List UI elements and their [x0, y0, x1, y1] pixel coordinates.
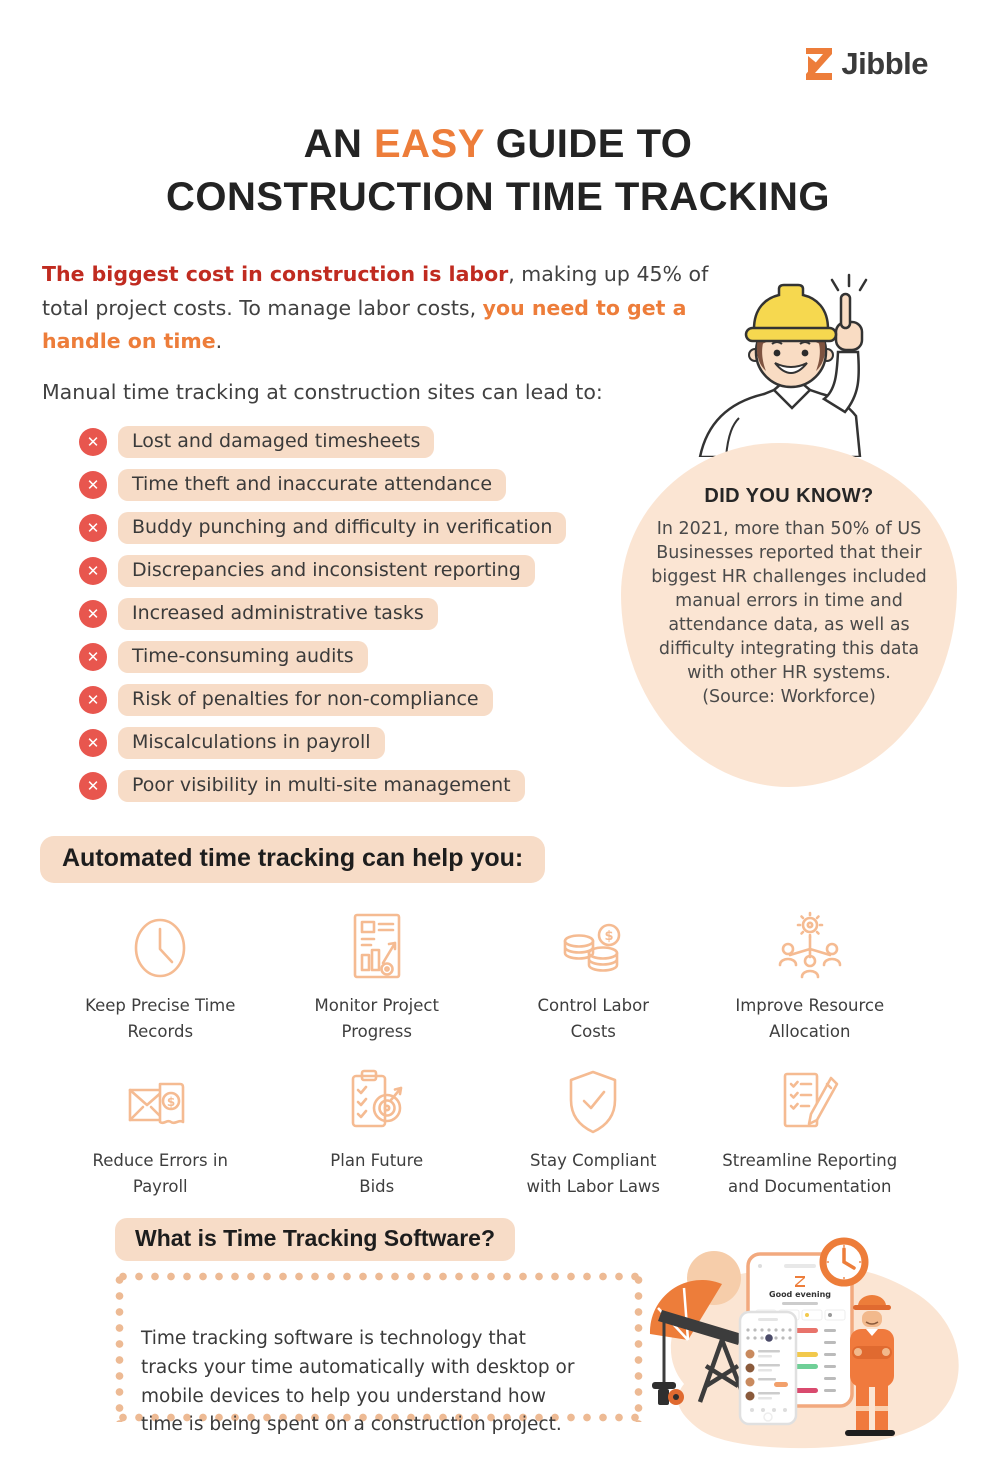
labor-costs-icon: $: [485, 903, 702, 983]
software-description: Time tracking software is technology tha…: [141, 1327, 575, 1436]
x-circle-icon: ✕: [79, 556, 107, 585]
intro-red-text: The biggest cost in construction is labo…: [42, 262, 509, 286]
x-circle-icon: ✕: [79, 685, 107, 714]
jibble-hourglass-icon: [806, 48, 833, 80]
title-line2: CONSTRUCTION TIME TRACKING: [165, 174, 831, 219]
problems-list: ✕ Lost and damaged timesheets ✕ Time theft…: [79, 425, 659, 812]
future-bids-icon: [269, 1058, 486, 1138]
problem-pill: Time theft and inaccurate attendance: [118, 468, 507, 501]
problem-row: ✕ Buddy punching and difficulty in verifi…: [79, 511, 659, 544]
brand-logo: Jibble: [804, 46, 928, 82]
construction-worker-illustration: [686, 252, 901, 461]
title-highlight: EASY: [373, 122, 485, 166]
x-circle-icon: ✕: [79, 642, 107, 671]
intro-paragraph: The biggest cost in construction is labo…: [42, 258, 714, 359]
intro-plain-1: , making up 45% of total project costs. …: [42, 262, 709, 320]
clock-icon: [52, 903, 269, 983]
payroll-icon: $: [52, 1058, 269, 1138]
problem-row: ✕ Time theft and inaccurate attendance: [79, 468, 659, 501]
bottom-illustration: Good evening: [622, 1234, 994, 1464]
problem-row: ✕ Increased administrative tasks: [79, 597, 659, 630]
software-section-header: What is Time Tracking Software?: [115, 1218, 515, 1261]
compliance-icon: [485, 1058, 702, 1138]
intro-orange-text: you need to get a handle on time: [42, 295, 687, 354]
problem-row: ✕ Poor visibility in multi-site managemen…: [79, 769, 659, 802]
problem-row: ✕ Lost and damaged timesheets: [79, 425, 659, 458]
title-pre: AN: [303, 122, 374, 166]
x-circle-icon: ✕: [79, 599, 107, 628]
did-you-know-title: DID YOU KNOW?: [704, 485, 874, 507]
problem-row: ✕ Risk of penalties for non-compliance: [79, 683, 659, 716]
problem-pill: Risk of penalties for non-compliance: [118, 683, 493, 716]
resource-allocation-icon: [702, 903, 919, 983]
page-title: AN EASY GUIDE TO CONSTRUCTION TIME TRACK…: [0, 118, 996, 224]
problem-row: ✕ Miscalculations in payroll: [79, 726, 659, 759]
problem-row: ✕ Discrepancies and inconsistent reportin…: [79, 554, 659, 587]
svg-text:$: $: [605, 929, 614, 944]
x-circle-icon: ✕: [79, 771, 107, 800]
title-post: GUIDE TO: [484, 122, 693, 166]
tablet-greeting: Good evening: [769, 1290, 831, 1299]
problem-pill: Discrepancies and inconsistent reporting: [118, 554, 535, 587]
x-circle-icon: ✕: [79, 728, 107, 757]
project-progress-icon: [269, 903, 486, 983]
benefits-section-header: Automated time tracking can help you:: [40, 836, 546, 883]
did-you-know-body: In 2021, more than 50% of US Businesses …: [651, 519, 927, 707]
intro-lead-in: Manual time tracking at construction sit…: [42, 380, 603, 404]
reporting-icon: [702, 1058, 919, 1138]
intro-plain-2: .: [215, 329, 223, 354]
problem-pill: Increased administrative tasks: [118, 597, 438, 630]
worker-pointing-icon: [698, 273, 868, 459]
x-circle-icon: ✕: [79, 427, 107, 456]
x-circle-icon: ✕: [79, 470, 107, 499]
software-description-box: Time tracking software is technology tha…: [115, 1272, 643, 1435]
problem-pill: Miscalculations in payroll: [118, 726, 385, 759]
problem-row: ✕ Time-consuming audits: [79, 640, 659, 673]
problem-pill: Time-consuming audits: [118, 640, 368, 673]
problem-pill: Buddy punching and difficulty in verific…: [118, 511, 567, 544]
svg-text:$: $: [167, 1095, 175, 1109]
problem-pill: Lost and damaged timesheets: [118, 425, 435, 458]
x-circle-icon: ✕: [79, 513, 107, 542]
construction-app-illustration-icon: Good evening: [649, 1237, 959, 1449]
did-you-know-bubble: DID YOU KNOW? In 2021, more than 50% of …: [621, 443, 957, 787]
brand-name: Jibble: [841, 46, 928, 81]
problem-pill: Poor visibility in multi-site management: [118, 769, 525, 802]
